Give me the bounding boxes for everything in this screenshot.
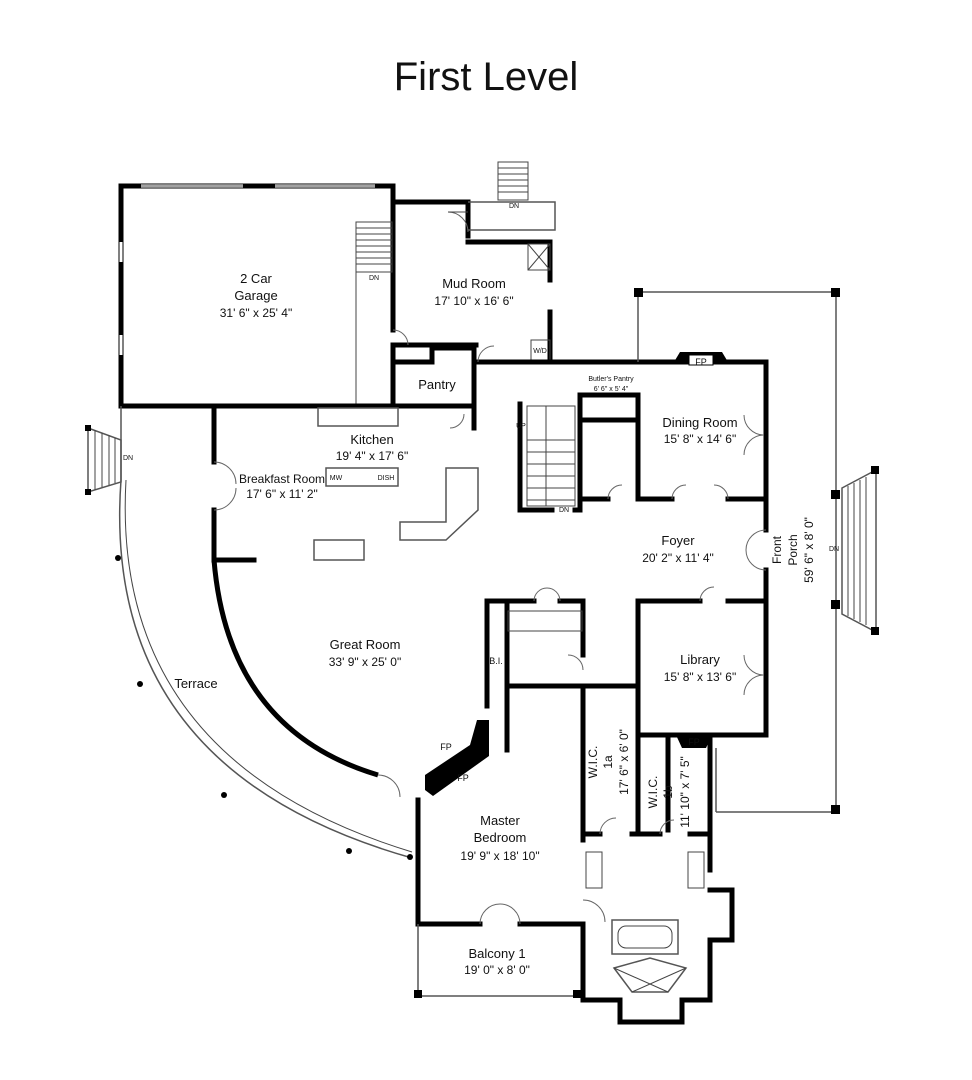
garage-label-2: Garage [234, 288, 277, 303]
pantry-label: Pantry [418, 377, 456, 392]
washer-dryer-label: W/D [533, 348, 547, 355]
garage-label-1: 2 Car [240, 271, 272, 286]
dining-room-label: Dining Room [662, 415, 737, 430]
balcony-label: Balcony 1 [468, 946, 525, 961]
wic-1b-label-2: 1b [661, 785, 675, 799]
master-fireplace-label: FP [457, 773, 469, 783]
built-in-label: B.I. [489, 656, 503, 666]
kitchen-label: Kitchen [350, 432, 393, 447]
garage-dims: 31' 6" x 25' 4" [220, 306, 292, 320]
door-swings [377, 329, 767, 925]
wic-1a-dims: 17' 6" x 6' 0" [617, 729, 631, 795]
library-dims: 15' 8" x 13' 6" [664, 670, 736, 684]
great-room-dims: 33' 9" x 25' 0" [329, 655, 401, 669]
front-porch-label-2: Porch [786, 534, 800, 565]
wic-1b-dims: 11' 10" x 7' 5" [678, 756, 692, 828]
front-porch [634, 288, 879, 814]
master-bedroom-dims: 19' 9" x 18' 10" [460, 849, 539, 863]
wic-1a-label-1: W.I.C. [586, 746, 600, 779]
kitchen-dims: 19' 4" x 17' 6" [336, 449, 408, 463]
stair-up-label: UP [516, 423, 526, 430]
wic-1b-label-1: W.I.C. [646, 776, 660, 809]
rear-steps-dn: DN [509, 203, 519, 210]
garage-stair-dn: DN [369, 275, 379, 282]
butlers-pantry-label: Butler's Pantry [588, 376, 634, 383]
great-room-fireplace-label: FP [440, 742, 452, 752]
breakfast-room-label: Breakfast Room [239, 472, 325, 486]
terrace-label: Terrace [174, 676, 217, 691]
main-walls [118, 352, 769, 1025]
foyer-dims: 20' 2" x 11' 4" [642, 551, 714, 565]
pantry-walls [390, 342, 477, 431]
wic-1a-label-2: 1a [601, 755, 615, 769]
master-bedroom-label-1: Master [480, 813, 520, 828]
front-steps-dn: DN [829, 546, 839, 553]
balcony-dims: 19' 0" x 8' 0" [464, 963, 530, 977]
dining-room-dims: 15' 8" x 14' 6" [664, 432, 736, 446]
mud-room-walls [390, 161, 556, 365]
library-label: Library [680, 652, 720, 667]
terrace [85, 406, 413, 860]
mud-room-dims: 17' 10" x 16' 6" [434, 294, 513, 308]
front-porch-label-1: Front [770, 535, 784, 564]
butlers-pantry-dims: 6' 6" x 5' 4" [594, 386, 629, 393]
master-bedroom-label-2: Bedroom [474, 830, 527, 845]
mud-room-label: Mud Room [442, 276, 506, 291]
library-fireplace-label: FP [688, 737, 700, 747]
great-room-label: Great Room [330, 637, 401, 652]
microwave-label: MW [330, 475, 343, 482]
terrace-steps-dn: DN [123, 455, 133, 462]
dining-fireplace-label: FP [695, 357, 707, 367]
stair-dn-label: DN [559, 507, 569, 514]
dishwasher-label: DISH [378, 475, 395, 482]
breakfast-room-dims: 17' 6" x 11' 2" [246, 487, 318, 501]
foyer-label: Foyer [661, 533, 695, 548]
plan-title: First Level [394, 55, 579, 99]
front-porch-dims: 59' 6" x 8' 0" [802, 517, 816, 583]
